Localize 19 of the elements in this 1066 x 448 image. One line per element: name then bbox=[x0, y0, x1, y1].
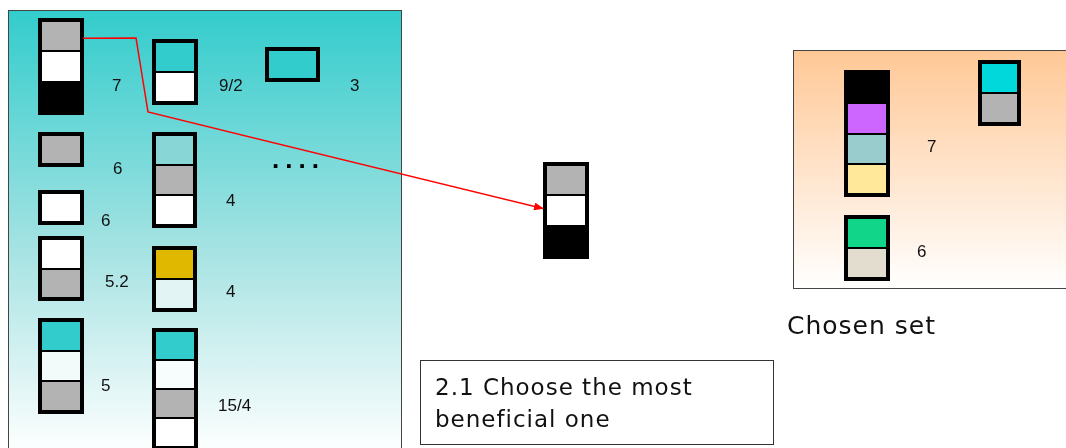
value-label: 4 bbox=[226, 283, 236, 300]
note-box: 2.1 Choose the most beneficial one bbox=[420, 360, 774, 445]
value-label: 6 bbox=[917, 243, 927, 260]
value-label: 15/4 bbox=[218, 397, 252, 414]
value-label: 6 bbox=[113, 160, 123, 177]
block-stack bbox=[978, 60, 1021, 126]
value-label: 5.2 bbox=[105, 273, 129, 290]
arrow bbox=[82, 37, 544, 211]
value-label: 5 bbox=[101, 377, 111, 394]
value-label: 7 bbox=[927, 138, 937, 155]
value-label: 3 bbox=[350, 77, 360, 94]
block-stack bbox=[543, 162, 589, 259]
value-label: 7 bbox=[112, 77, 122, 94]
ellipsis-text: .... bbox=[272, 146, 325, 172]
value-label: 9/2 bbox=[219, 77, 243, 94]
gradient-panel bbox=[8, 10, 402, 448]
panel-heading: Chosen set bbox=[787, 311, 936, 340]
value-label: 6 bbox=[101, 212, 111, 229]
value-label: 4 bbox=[226, 192, 236, 209]
